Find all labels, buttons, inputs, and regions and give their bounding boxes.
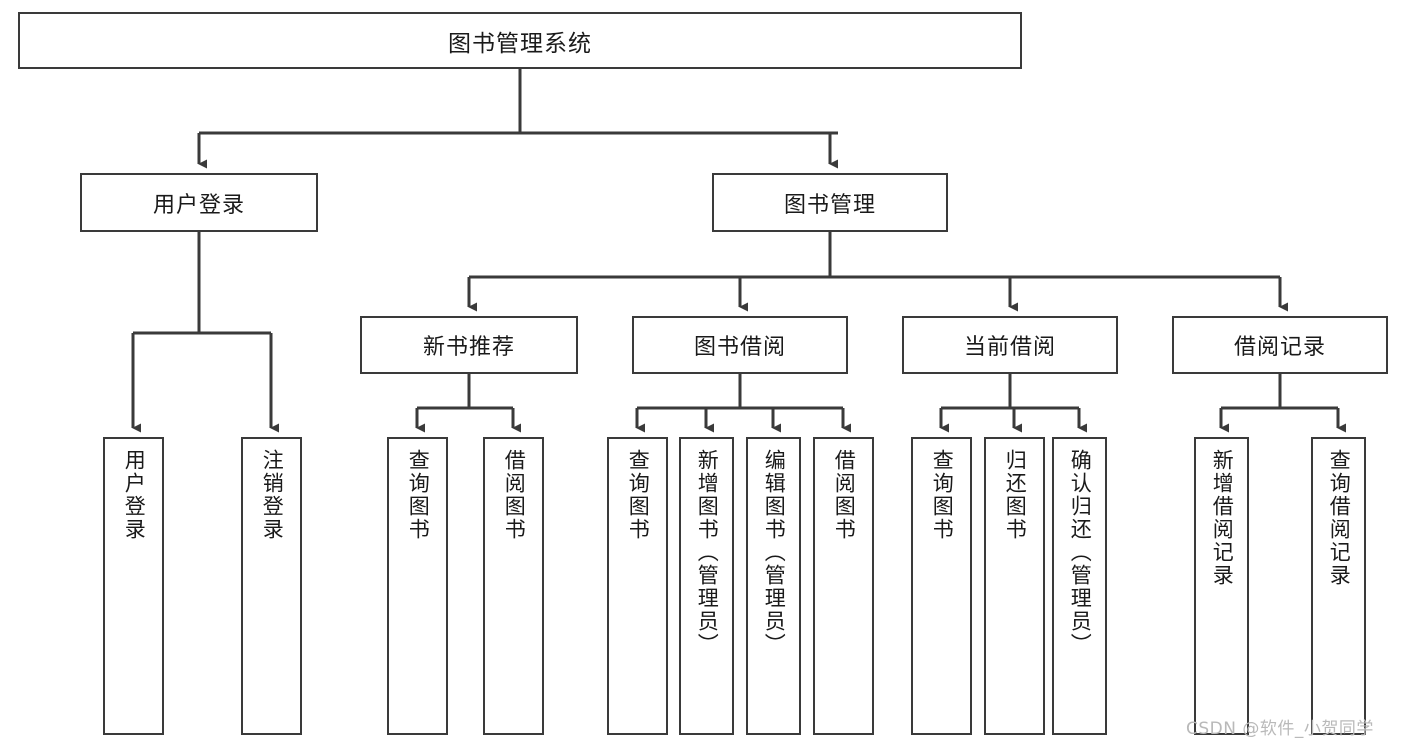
node-leaf-borrow-book-recommend[interactable]: 借阅图书 bbox=[483, 437, 544, 735]
node-book-borrow[interactable]: 图书借阅 bbox=[632, 316, 848, 374]
node-label: 查询图书 bbox=[406, 449, 431, 541]
node-label: 确认归还（管理员） bbox=[1068, 449, 1093, 656]
node-label: 新增图书（管理员） bbox=[695, 449, 720, 656]
node-current-borrow[interactable]: 当前借阅 bbox=[902, 316, 1118, 374]
node-leaf-edit-book-admin[interactable]: 编辑图书（管理员） bbox=[746, 437, 801, 735]
node-book-management[interactable]: 图书管理 bbox=[712, 173, 948, 232]
node-label: 新增借阅记录 bbox=[1210, 449, 1235, 587]
node-leaf-confirm-return-admin[interactable]: 确认归还（管理员） bbox=[1052, 437, 1107, 735]
node-label: 借阅记录 bbox=[1233, 335, 1326, 360]
node-label: 借阅图书 bbox=[502, 449, 527, 541]
node-label: 查询图书 bbox=[930, 449, 955, 541]
node-label: 用户登录 bbox=[122, 449, 147, 541]
node-borrow-records[interactable]: 借阅记录 bbox=[1172, 316, 1388, 374]
csdn-watermark: CSDN @软件_小贺同学 bbox=[1186, 719, 1374, 739]
node-leaf-query-book-current[interactable]: 查询图书 bbox=[911, 437, 972, 735]
node-leaf-query-borrow-record[interactable]: 查询借阅记录 bbox=[1311, 437, 1366, 735]
node-leaf-query-book-recommend[interactable]: 查询图书 bbox=[387, 437, 448, 735]
node-label: 编辑图书（管理员） bbox=[762, 449, 787, 656]
node-book-management-system[interactable]: 图书管理系统 bbox=[18, 12, 1022, 69]
node-leaf-query-book-borrow[interactable]: 查询图书 bbox=[607, 437, 668, 735]
node-label: 注销登录 bbox=[260, 449, 285, 541]
node-leaf-add-borrow-record[interactable]: 新增借阅记录 bbox=[1194, 437, 1249, 735]
node-label: 图书借阅 bbox=[693, 335, 786, 360]
node-label: 用户登录 bbox=[152, 192, 245, 218]
node-label: 归还图书 bbox=[1003, 449, 1028, 541]
node-user-login[interactable]: 用户登录 bbox=[80, 173, 318, 232]
node-leaf-user-login[interactable]: 用户登录 bbox=[103, 437, 164, 735]
node-label: 图书管理 bbox=[783, 192, 876, 218]
node-leaf-add-book-admin[interactable]: 新增图书（管理员） bbox=[679, 437, 734, 735]
node-label: 借阅图书 bbox=[832, 449, 857, 541]
node-new-book-recommend[interactable]: 新书推荐 bbox=[360, 316, 578, 374]
node-label: 图书管理系统 bbox=[448, 30, 592, 57]
node-label: 当前借阅 bbox=[963, 335, 1056, 360]
node-label: 查询借阅记录 bbox=[1327, 449, 1352, 587]
node-label: 查询图书 bbox=[626, 449, 651, 541]
node-label: 新书推荐 bbox=[422, 335, 515, 360]
node-leaf-borrow-book[interactable]: 借阅图书 bbox=[813, 437, 874, 735]
node-leaf-return-book[interactable]: 归还图书 bbox=[984, 437, 1045, 735]
node-leaf-logout[interactable]: 注销登录 bbox=[241, 437, 302, 735]
